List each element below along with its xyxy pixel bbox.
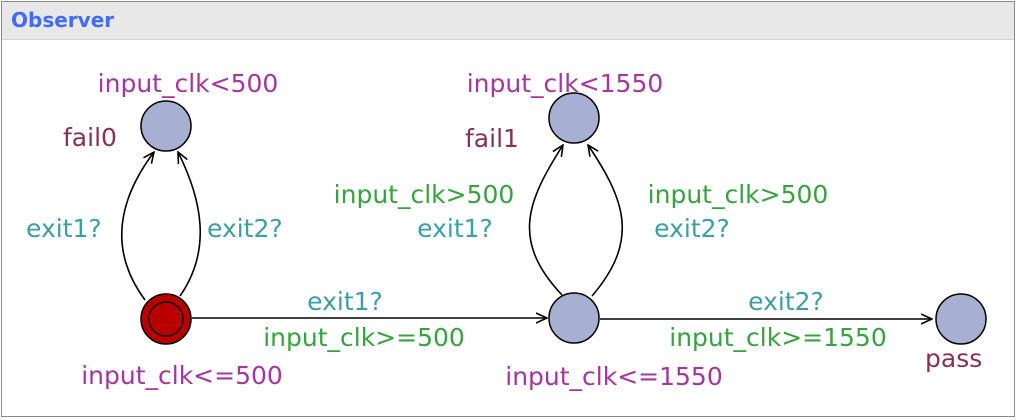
edge-start-mid-sync: exit1? [307, 287, 383, 316]
pass-name: pass [925, 344, 982, 373]
location-fail1[interactable] [548, 92, 600, 144]
mid-invariant: input_clk<=1550 [505, 362, 723, 391]
edge-mid-fail1-b-sync: exit2? [654, 214, 730, 243]
edge-start-fail0-b[interactable] [178, 152, 202, 297]
fail0-name: fail0 [63, 123, 117, 152]
edge-mid-fail1-b[interactable] [588, 145, 624, 297]
template-title-bar: Observer [2, 2, 1014, 40]
edges [120, 145, 932, 319]
location-fail0[interactable] [140, 100, 192, 152]
edge-mid-pass-sync: exit2? [748, 287, 824, 316]
edge-start-mid-guard: input_clk>=500 [263, 323, 465, 352]
edge-mid-fail1-a-guard: input_clk>500 [334, 180, 515, 209]
edge-mid-pass-guard: input_clk>=1550 [669, 323, 887, 352]
edge-mid-fail1-a-sync: exit1? [417, 214, 493, 243]
fail1-name: fail1 [465, 124, 519, 153]
location-mid[interactable] [548, 292, 600, 344]
template-title: Observer [11, 8, 115, 32]
fail0-invariant: input_clk<500 [98, 69, 279, 98]
start-invariant: input_clk<=500 [81, 361, 283, 390]
edge-start-fail0-b-sync: exit2? [207, 214, 283, 243]
fail1-invariant: input_clk<1550 [467, 69, 664, 98]
edge-start-fail0-a[interactable] [120, 152, 154, 301]
initial-location-inner-ring [148, 301, 184, 337]
edge-start-fail0-a-sync: exit1? [26, 214, 102, 243]
location-pass[interactable] [935, 293, 987, 345]
edge-mid-fail1-a[interactable] [528, 145, 563, 296]
edge-mid-fail1-b-guard: input_clk>500 [648, 180, 829, 209]
